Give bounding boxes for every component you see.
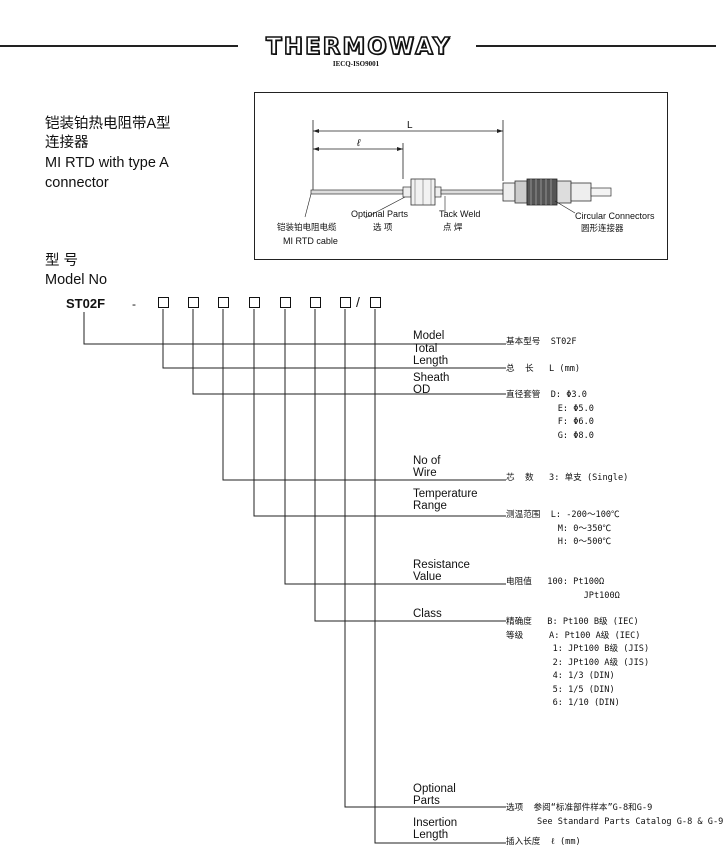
- code-slash: /: [356, 294, 360, 310]
- optional-parts-label: Optional Parts: [351, 209, 409, 219]
- brand-logo: THERMOWAY: [265, 33, 452, 61]
- header-rule-right: [476, 45, 716, 47]
- row-desc-sheath-od: 直径套管 D: Φ3.0 E: Φ5.0 F: Φ6.0 G: Φ8.0: [506, 390, 594, 441]
- row-desc-resistance-value: 电阻值 100: Pt100Ω JPt100Ω: [506, 577, 620, 601]
- code-box-class: [310, 297, 321, 308]
- tack-weld-label: Tack Weld: [439, 209, 481, 219]
- model-heading-en: Model No: [45, 272, 108, 288]
- code-box-no-of-wire: [218, 297, 229, 308]
- rtd-drawing: [304, 120, 612, 219]
- header-rule-left: [0, 45, 238, 47]
- code-box-optional-parts: [340, 297, 351, 308]
- row-label-sheath-od: Sheath OD: [413, 372, 450, 396]
- row-desc-class: 精确度 B: Pt100 B级 (IEC) 等级 A: Pt100 A级 (IE…: [506, 617, 650, 708]
- model-heading-cn: 型 号: [45, 253, 79, 269]
- row-label-resistance-value: Resistance Value: [413, 559, 470, 583]
- row-label-class: Class: [413, 608, 442, 620]
- row-label-insertion-length: Insertion Length: [413, 817, 458, 841]
- title-cn-line1: 铠装铂热电阻带A型: [45, 116, 171, 132]
- code-box-temperature-range: [249, 297, 260, 308]
- cable-cn-label: 铠装铂电阻电缆: [277, 222, 337, 232]
- code-box-total-length: [158, 297, 169, 308]
- circular-connectors-label: Circular Connectors: [575, 211, 655, 221]
- optional-parts-cn-label: 选 项: [373, 222, 393, 232]
- row-desc-total-length: 总 长 L (mm): [506, 364, 581, 374]
- dimension-l-label: ℓ: [357, 138, 361, 149]
- tack-weld-cn-label: 点 焊: [443, 222, 463, 232]
- title-cn-line2: 连接器: [45, 135, 89, 151]
- dimension-L-label: L: [407, 120, 413, 131]
- title-en-line2: connector: [45, 175, 109, 191]
- code-box-insertion-length: [370, 297, 381, 308]
- circular-connectors-cn-label: 圆形连接器: [581, 223, 624, 233]
- certification-text: IECQ-ISO9001: [332, 60, 380, 68]
- model-code: ST02F: [66, 296, 106, 311]
- row-label-optional-parts: Optional Parts: [413, 783, 456, 807]
- code-box-sheath-od: [188, 297, 199, 308]
- cable-en-label: MI RTD cable: [283, 236, 338, 246]
- code-box-resistance-value: [280, 297, 291, 308]
- row-label-total-length: Total Length: [413, 343, 449, 367]
- row-desc-model: 基本型号 ST02F: [506, 337, 577, 347]
- row-desc-insertion-length: 插入长度 ℓ (mm): [506, 837, 581, 847]
- product-figure: L ℓ Optional Parts 选 项 Tack Weld 点 焊 Cir…: [254, 92, 668, 260]
- row-desc-no-of-wire: 芯 数 3: 单支 (Single): [506, 473, 629, 483]
- row-desc-temperature-range: 测温范围 L: -200～100℃ M: 0～350℃ H: 0～500℃: [506, 510, 620, 547]
- row-label-temperature-range: Temperature Range: [413, 488, 478, 512]
- row-label-no-of-wire: No of Wire: [413, 455, 441, 479]
- row-desc-optional-parts: 选项 参阅“标准部件样本”G-8和G-9 See Standard Parts …: [506, 803, 723, 827]
- row-label-model: Model: [413, 330, 445, 342]
- model-separator: -: [132, 297, 136, 311]
- title-en-line1: MI RTD with type A: [45, 155, 169, 171]
